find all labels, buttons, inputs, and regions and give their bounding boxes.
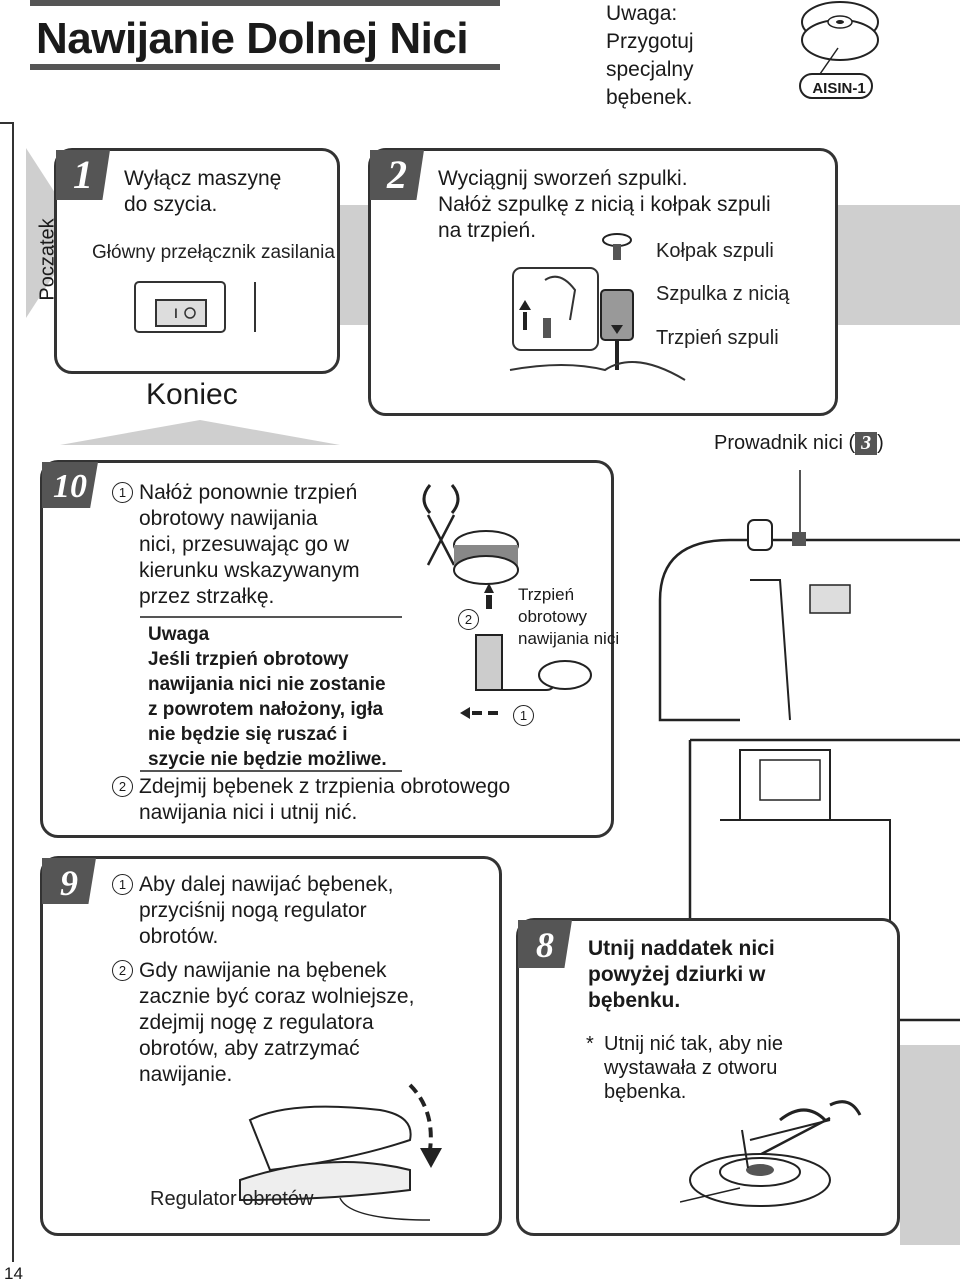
- end-label: Koniec: [146, 378, 238, 411]
- end-arrow-shape: [60, 420, 340, 445]
- text-line: Nałóż szpulkę z nicią i kołpak szpuli: [438, 193, 771, 216]
- text-line: Wyciągnij sworzeń szpulki.: [438, 167, 688, 190]
- step2-text: Wyciągnij sworzeń szpulki. Nałóż szpulkę…: [438, 166, 771, 244]
- text-line: Jeśli trzpień obrotowy: [148, 649, 349, 670]
- text-line: do szycia.: [124, 193, 218, 216]
- note-line: specjalny: [606, 58, 694, 81]
- text-line: nawijania nici: [518, 629, 620, 648]
- step1-number: 1: [56, 150, 110, 200]
- text-line: Wyłącz maszynę: [124, 167, 282, 190]
- figure-marker-1: 1: [513, 705, 534, 726]
- step9-item1: 1 Aby dalej nawijać bębenek, przyciśnij n…: [112, 872, 394, 950]
- text-line: nawijania nici nie zostanie: [148, 674, 386, 695]
- trim-thread-illustration: [680, 1100, 862, 1207]
- note-asterisk: *: [586, 1033, 594, 1055]
- thread-guide-label: Prowadnik nici (3): [714, 432, 884, 455]
- bobbin-winder-illustration: [422, 484, 592, 719]
- prepare-bobbin-note: Uwaga: Przygotuj specjalny bębenek.: [606, 0, 694, 112]
- svg-text:I: I: [174, 305, 178, 321]
- text-line: obrotowy: [518, 607, 587, 626]
- item-marker: 2: [112, 776, 133, 797]
- step2-box: [368, 148, 838, 416]
- text-line: z powrotem nałożony, igła: [148, 699, 384, 720]
- warning-rule-bottom: [140, 770, 402, 772]
- step1-text: Wyłącz maszynę do szycia.: [124, 166, 281, 218]
- foot-control-illustration: [239, 1083, 442, 1221]
- guide-label-suffix: ): [877, 432, 884, 454]
- text-line: Aby dalej nawijać bębenek,: [139, 873, 394, 896]
- winder-spindle-label: Trzpień obrotowy nawijania nici: [518, 584, 619, 650]
- text-line: Nałóż ponownie trzpień: [139, 481, 358, 504]
- text-line: zacznie być coraz wolniejsze,: [139, 985, 415, 1008]
- figure-marker-2: 2: [458, 609, 479, 630]
- text-line: obrotowy nawijania: [139, 507, 318, 530]
- bobbin-aisin-illustration: [799, 1, 879, 99]
- text-line: obrotów.: [139, 925, 219, 948]
- step9-number: 9: [42, 858, 96, 904]
- text-line: zdejmij nogę z regulatora: [139, 1011, 374, 1034]
- guide-label-prefix: Prowadnik nici (: [714, 432, 856, 454]
- step10-warning: Uwaga Jeśli trzpień obrotowy nawijania n…: [148, 622, 387, 772]
- text-line: Trzpień: [518, 585, 575, 604]
- step8-number: 8: [518, 920, 572, 968]
- step8-note: * Utnij nić tak, aby nie wystawała z otwo…: [586, 1032, 783, 1104]
- text-line: Utnij naddatek nici: [588, 937, 775, 960]
- step10-item1: 1 Nałóż ponownie trzpień obrotowy nawijan…: [112, 480, 360, 610]
- bobbin-model-label: AISIN-1: [812, 80, 866, 97]
- text-line: wystawała z otworu: [604, 1057, 778, 1079]
- item-marker: 1: [112, 874, 133, 895]
- text-line: obrotów, aby zatrzymać: [139, 1037, 360, 1060]
- guide-step-ref: 3: [855, 432, 878, 455]
- title-rule-top: [30, 0, 500, 6]
- step10-number: 10: [42, 462, 98, 508]
- title-rule-bottom: [30, 64, 500, 70]
- text-line: nici, przesuwając go w: [139, 533, 350, 556]
- note-line: Przygotuj: [606, 30, 694, 53]
- text-line: na trzpień.: [438, 219, 537, 242]
- text-line: bębenku.: [588, 989, 681, 1012]
- text-line: kierunku wskazywanym: [139, 559, 360, 582]
- text-line: przez strzałkę.: [139, 585, 275, 608]
- text-line: Zdejmij bębenek z trzpienia obrotowego: [139, 775, 511, 798]
- page-margin-rule: [12, 122, 14, 1262]
- text-line: powyżej dziurki w: [588, 963, 766, 986]
- text-line: przyciśnij nogą regulator: [139, 899, 367, 922]
- power-switch-icon: I: [134, 281, 256, 333]
- step8-text: Utnij naddatek nici powyżej dziurki w bę…: [588, 936, 775, 1014]
- page-title: Nawijanie Dolnej Nici: [36, 14, 469, 63]
- text-line: szycie nie będzie możliwe.: [148, 749, 387, 770]
- page-top-rule: [0, 122, 14, 124]
- step9-item2: 2 Gdy nawijanie na bębenek zacznie być co…: [112, 958, 414, 1088]
- power-switch-caption: Główny przełącznik zasilania: [92, 242, 335, 263]
- warning-rule-top: [140, 616, 402, 618]
- thread-spool-label: Szpulka z nicią: [656, 283, 790, 305]
- spool-cap-label: Kołpak szpuli: [656, 240, 774, 262]
- step2-number: 2: [370, 150, 424, 200]
- start-arrow-shape: [26, 148, 81, 318]
- foot-control-caption: Regulator obrotów: [150, 1188, 314, 1210]
- warning-title: Uwaga: [148, 624, 210, 645]
- text-line: nie będzie się ruszać i: [148, 724, 348, 745]
- text-line: Gdy nawijanie na bębenek: [139, 959, 387, 982]
- text-line: bębenka.: [604, 1081, 687, 1103]
- note-line: bębenek.: [606, 86, 693, 109]
- step10-box: [40, 460, 614, 838]
- text-line: Utnij nić tak, aby nie: [604, 1033, 783, 1055]
- page-number: 14: [4, 1264, 23, 1283]
- item-marker: 1: [112, 482, 133, 503]
- note-line: Uwaga:: [606, 2, 678, 25]
- text-line: nawijanie.: [139, 1063, 233, 1086]
- spool-pin-illustration: [509, 233, 686, 381]
- spool-pin-label: Trzpień szpuli: [656, 327, 779, 349]
- flow-band-right: [900, 1045, 960, 1245]
- item-marker: 2: [112, 960, 133, 981]
- text-line: nawijania nici i utnij nić.: [139, 801, 358, 824]
